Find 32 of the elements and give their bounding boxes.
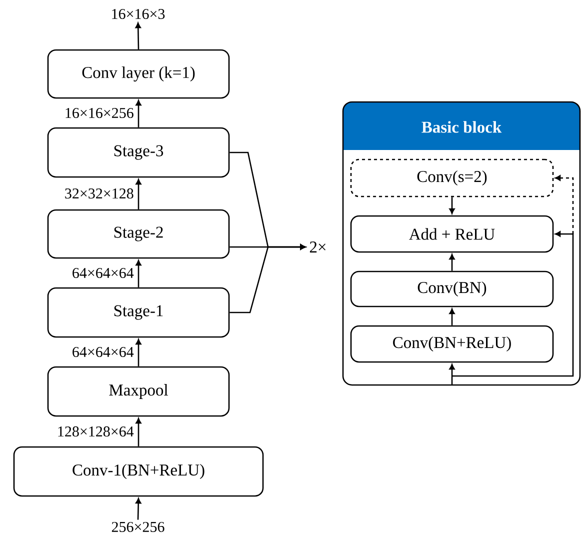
arrow bbox=[136, 498, 142, 520]
arrow bbox=[136, 100, 142, 128]
process-box: Maxpool bbox=[47, 366, 230, 417]
process-box: Conv(BN) bbox=[350, 270, 554, 308]
edge-label: 64×64×64 bbox=[72, 346, 134, 358]
edge-label: 32×32×128 bbox=[65, 188, 134, 199]
size-label: 256×256 bbox=[112, 522, 164, 532]
process-box: Conv-1(BN+ReLU) bbox=[13, 446, 264, 497]
edge-label: 16×16×256 bbox=[66, 108, 134, 118]
edge-label: 64×64×64 bbox=[72, 268, 134, 278]
arrow bbox=[449, 197, 455, 214]
process-box: Add + ReLU bbox=[350, 215, 554, 253]
arrow bbox=[136, 179, 142, 210]
arrow bbox=[136, 260, 142, 288]
arrow bbox=[449, 308, 455, 326]
arrow bbox=[449, 254, 455, 271]
arrow bbox=[136, 339, 142, 366]
process-box: Stage-3 bbox=[47, 127, 230, 178]
process-box: Conv layer (k=1) bbox=[47, 49, 230, 99]
arrow bbox=[230, 244, 306, 314]
process-box: Conv(BN+ReLU) bbox=[350, 325, 554, 363]
arrow bbox=[555, 175, 574, 234]
process-box: Stage-2 bbox=[47, 209, 230, 259]
process-box: Stage-1 bbox=[47, 287, 230, 338]
arrow bbox=[135, 22, 141, 50]
process-box: Conv(s=2) bbox=[350, 158, 554, 198]
edge-label: 128×128×64 bbox=[58, 426, 134, 437]
arrow bbox=[452, 231, 574, 377]
multiplier-label: 2× bbox=[310, 242, 326, 252]
arrow bbox=[136, 418, 142, 446]
size-label: 16×16×3 bbox=[112, 8, 165, 20]
arrow bbox=[449, 364, 455, 385]
